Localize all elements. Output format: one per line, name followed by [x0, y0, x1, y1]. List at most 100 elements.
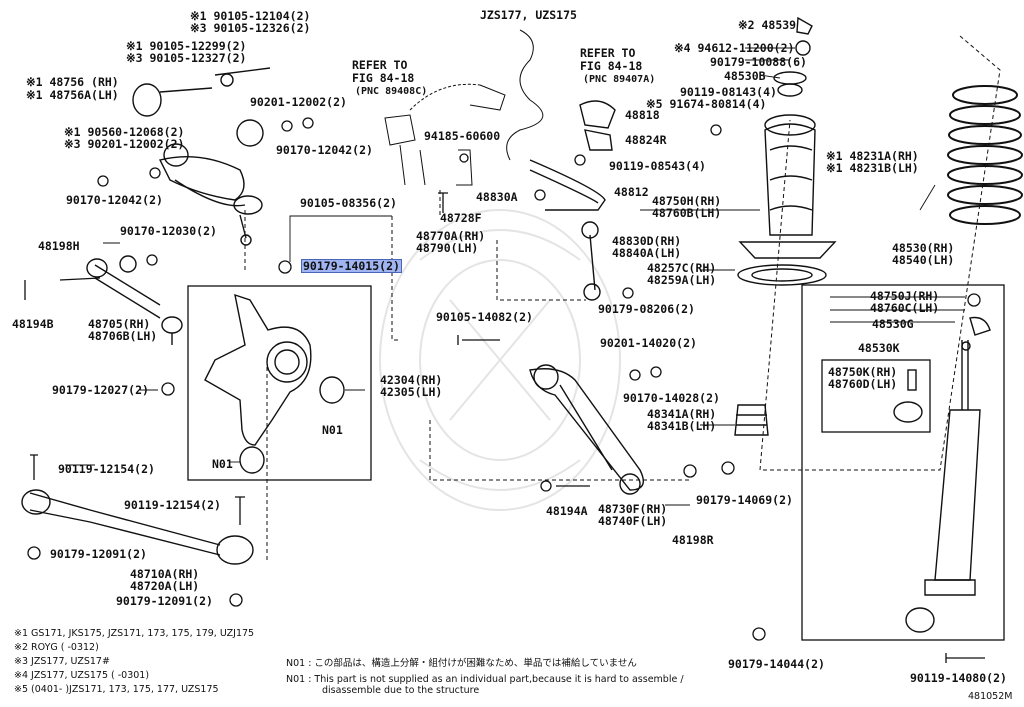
part-callout[interactable]: 90179-12091(2): [116, 594, 213, 608]
part-callout[interactable]: ※3 90105-12327(2): [126, 51, 247, 65]
part-callout[interactable]: 90119-08543(4): [609, 159, 706, 173]
shock-absorber-box: [801, 284, 1005, 641]
part-callout[interactable]: 90119-08143(4): [680, 85, 777, 99]
part-callout[interactable]: 48812: [614, 185, 649, 199]
part-callout[interactable]: 48530K: [858, 341, 900, 355]
part-callout[interactable]: 90179-12091(2): [50, 547, 147, 561]
part-callout[interactable]: 90119-12154(2): [58, 462, 155, 476]
part-callout[interactable]: ※5 91674-80814(4): [646, 97, 767, 111]
part-callout[interactable]: 90170-12042(2): [66, 193, 163, 207]
part-callout[interactable]: 48760C(LH): [870, 301, 940, 315]
footnote: ※2 ROYG ( -0312): [14, 642, 99, 653]
refer-right-line1[interactable]: REFER TO: [580, 46, 636, 60]
part-callout[interactable]: 42305(LH): [380, 385, 443, 399]
footnote: ※5 (0401- )JZS171, 173, 175, 177, UZS175: [14, 684, 219, 695]
part-callout[interactable]: 90179-14044(2): [728, 657, 825, 671]
part-callout-selected[interactable]: 90179-14015(2): [301, 259, 402, 273]
part-callout[interactable]: 48740F(LH): [598, 514, 668, 528]
footnote: ※1 GS171, JKS175, JZS171, 173, 175, 179,…: [14, 628, 255, 639]
part-callout[interactable]: 48194A: [546, 504, 588, 518]
part-callout[interactable]: 48790(LH): [416, 241, 479, 255]
part-callout[interactable]: 90179-12027(2): [52, 383, 149, 397]
part-callout[interactable]: 48198H: [38, 239, 80, 253]
lower-control-arm: [529, 364, 644, 495]
height-sensor-wire: [384, 29, 544, 186]
part-callout[interactable]: 90179-08206(2): [598, 302, 695, 316]
figure-id: 481052M: [968, 691, 1013, 702]
part-callout[interactable]: ※3 90105-12326(2): [190, 21, 311, 35]
part-callout[interactable]: ※1 48231B(LH): [826, 161, 919, 175]
refer-left-line2[interactable]: FIG 84-18: [352, 71, 415, 85]
part-callout[interactable]: 90170-14028(2): [623, 391, 720, 405]
part-callout[interactable]: 48750J(RH): [870, 289, 940, 303]
knuckle-box: [187, 285, 372, 481]
part-callout[interactable]: 48750H(RH): [652, 194, 722, 208]
part-callout[interactable]: 48728F: [440, 211, 482, 225]
part-callout[interactable]: 48720A(LH): [130, 579, 200, 593]
part-callout[interactable]: 48530(RH): [892, 241, 955, 255]
refer-right-line2[interactable]: FIG 84-18: [580, 59, 643, 73]
part-callout[interactable]: 42304(RH): [380, 373, 443, 387]
part-callout[interactable]: 48530B: [724, 69, 766, 83]
part-callout[interactable]: ※1 90105-12299(2): [126, 39, 247, 53]
part-callout[interactable]: 48770A(RH): [416, 229, 486, 243]
part-callout[interactable]: 48198R: [672, 533, 714, 547]
part-callout[interactable]: 90105-14082(2): [436, 310, 533, 324]
part-callout[interactable]: 90170-12042(2): [276, 143, 373, 157]
part-callout[interactable]: 90119-12154(2): [124, 498, 221, 512]
refer-right-line3[interactable]: (PNC 89407A): [583, 74, 656, 85]
note-n01-japanese: N01 : この部品は、構造上分解・組付けが困難なため、単品では補給していません: [286, 658, 637, 669]
footnote: ※3 JZS177, UZS17#: [14, 656, 110, 667]
rear-lateral-link: [21, 489, 254, 565]
watermark-emblem: [379, 209, 621, 511]
coil-spring: [947, 85, 1023, 225]
part-callout[interactable]: 48540(LH): [892, 253, 955, 267]
model-title: JZS177, UZS175: [480, 8, 577, 22]
part-callout[interactable]: 90170-12030(2): [120, 224, 217, 238]
part-callout[interactable]: 48530G: [872, 317, 914, 331]
part-callout[interactable]: 48750K(RH): [828, 365, 898, 379]
part-callout[interactable]: 90119-14080(2): [910, 671, 1007, 685]
part-callout[interactable]: 48341A(RH): [647, 407, 717, 421]
part-callout[interactable]: 48341B(LH): [647, 419, 717, 433]
leader-lines: [65, 47, 965, 506]
part-callout[interactable]: ※1 48756A(LH): [26, 88, 119, 102]
part-callout[interactable]: ※4 94612-11200(2): [674, 41, 795, 55]
part-callout[interactable]: 48818: [625, 108, 660, 122]
part-callout[interactable]: 90105-08356(2): [300, 196, 397, 210]
part-callout[interactable]: 48706B(LH): [88, 329, 158, 343]
part-callout[interactable]: 90179-10088(6): [710, 55, 807, 69]
toe-control-arm: [86, 255, 183, 345]
refer-left-line3[interactable]: (PNC 89408C): [355, 86, 428, 97]
part-callout[interactable]: 48194B: [12, 317, 54, 331]
part-callout[interactable]: 48760B(LH): [652, 206, 722, 220]
part-callout[interactable]: 48830A: [476, 190, 518, 204]
fasteners: [27, 117, 981, 641]
part-callout[interactable]: ※2 48539: [738, 18, 797, 32]
part-callout[interactable]: 48830D(RH): [612, 234, 682, 248]
part-callout[interactable]: ※3 90201-12002(2): [64, 137, 185, 151]
part-callout[interactable]: 48824R: [625, 133, 667, 147]
air-spring: [737, 16, 837, 286]
part-callout[interactable]: 48710A(RH): [130, 567, 200, 581]
part-callout[interactable]: 48840A(LH): [612, 246, 682, 260]
part-callout[interactable]: ※1 48756 (RH): [26, 75, 119, 89]
part-callout[interactable]: 94185-60600: [424, 129, 501, 143]
part-callout[interactable]: 90201-14020(2): [600, 336, 697, 350]
part-callout[interactable]: N01: [212, 457, 233, 471]
part-callout[interactable]: ※1 90105-12104(2): [190, 9, 311, 23]
part-callout[interactable]: N01: [322, 423, 343, 437]
part-callout[interactable]: ※1 90560-12068(2): [64, 125, 185, 139]
part-callout[interactable]: 48730F(RH): [598, 502, 668, 516]
part-callout[interactable]: ※1 48231A(RH): [826, 149, 919, 163]
part-callout[interactable]: 48760D(LH): [828, 377, 898, 391]
note-n01-english-cont: disassemble due to the structure: [322, 685, 480, 696]
part-callout[interactable]: 48259A(LH): [647, 273, 717, 287]
part-callout[interactable]: 48257C(RH): [647, 261, 717, 275]
part-callout[interactable]: 90201-12002(2): [250, 95, 347, 109]
refer-left-line1[interactable]: REFER TO: [352, 58, 408, 72]
part-callout[interactable]: 48705(RH): [88, 317, 151, 331]
part-callout[interactable]: 90179-14069(2): [696, 493, 793, 507]
